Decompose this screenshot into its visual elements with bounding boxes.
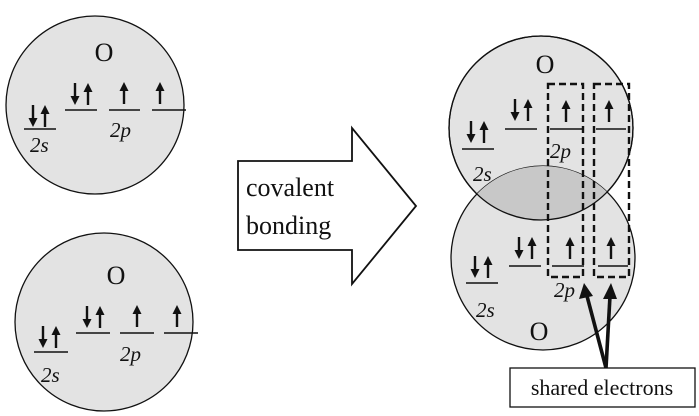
- shared-electrons-label: shared electrons: [531, 375, 673, 400]
- top-orbital-2p: 2p: [505, 97, 626, 163]
- label-2p: 2p: [550, 139, 571, 163]
- label-2p: 2p: [110, 118, 131, 142]
- label-2p: 2p: [554, 278, 575, 302]
- shared-pair-box-left: [546, 82, 585, 279]
- bottom-orbital-2p: 2p: [509, 235, 628, 302]
- shared-pair-box-right: [592, 82, 631, 279]
- shared-pointer-arrows: [579, 283, 617, 369]
- atom-circle: [14, 232, 194, 412]
- element-symbol-bottom: O: [530, 317, 549, 346]
- label-2s: 2s: [41, 363, 60, 387]
- arrow-label-line1: covalent: [246, 173, 335, 202]
- element-symbol-top: O: [536, 50, 555, 79]
- top-orbital-2s: 2s: [462, 119, 494, 186]
- element-symbol: O: [107, 261, 126, 290]
- atom-circle: [5, 15, 185, 195]
- label-2s: 2s: [473, 162, 492, 186]
- label-2s: 2s: [30, 133, 49, 157]
- oxygen-molecule: O 2s 2p 2s: [448, 35, 696, 408]
- atom-top-left: O 2s 2p: [5, 15, 186, 195]
- bottom-orbital-2s: 2s: [466, 254, 498, 322]
- atom-circle-top-outline: [448, 35, 634, 221]
- orbital-2s: 2s: [24, 103, 56, 157]
- atom-bottom-left: O 2s 2p: [14, 232, 198, 412]
- shared-electrons-box: [509, 367, 696, 408]
- orbital-2p: 2p: [76, 303, 198, 366]
- arrow-label-line2: bonding: [246, 211, 331, 240]
- orbital-2s: 2s: [34, 324, 68, 387]
- arrow-shape: [237, 125, 418, 287]
- label-2s: 2s: [476, 298, 495, 322]
- element-symbol: O: [95, 38, 114, 67]
- label-2p: 2p: [120, 342, 141, 366]
- orbital-2p: 2p: [65, 80, 186, 142]
- covalent-bonding-arrow: covalent bonding: [237, 125, 418, 287]
